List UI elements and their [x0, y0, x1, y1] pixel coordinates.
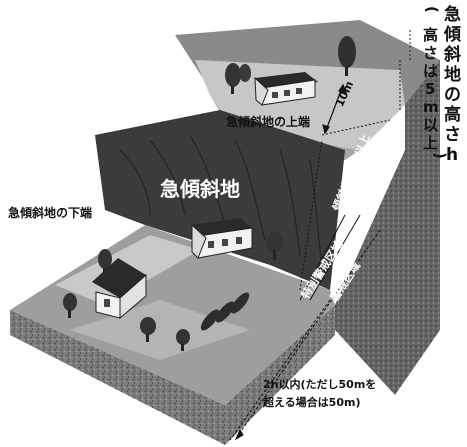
range-label-line1: 2h以内(ただし50mを — [263, 377, 376, 391]
height-title-char: 傾 — [443, 24, 462, 45]
height-title-char: h — [446, 145, 458, 165]
shrub-row-icon — [200, 292, 250, 331]
tree-icon — [338, 36, 356, 76]
height-title: 急 傾 斜 地 の 高 さ h — [443, 4, 462, 165]
height-title-char: 斜 — [443, 44, 461, 65]
height-note-char: ) — [431, 152, 449, 159]
height-note-char: 以 — [423, 116, 438, 134]
slope-top-label: 急傾斜地の上端 — [226, 114, 310, 129]
steep-slope-label: 急傾斜地 — [160, 177, 240, 201]
slope-texture — [119, 134, 323, 271]
height-note-char: ( — [423, 6, 441, 13]
height-title-char: 急 — [444, 4, 461, 25]
area-guide-lines — [299, 214, 361, 301]
height-title-char: 地 — [444, 64, 461, 85]
height-title-char: 高 — [444, 104, 461, 125]
height-guide-lines — [399, 30, 411, 110]
height-note-char: は — [423, 62, 438, 80]
height-note-char: 上 — [423, 134, 438, 152]
height-note-char: 5 — [425, 80, 435, 98]
height-note-char: 高 — [423, 26, 438, 44]
range-label-line2: 超える場合は50m) — [262, 395, 360, 409]
tree-icon — [176, 329, 190, 351]
house-icon — [191, 218, 254, 259]
height-title-char: さ — [444, 125, 461, 145]
range-dimension — [229, 229, 381, 441]
slope-bottom-label: 急傾斜地の下端 — [8, 205, 92, 220]
height-note-char: m — [423, 98, 439, 116]
height-note: ( 高 さ は 5 m 以 上 ) — [423, 6, 449, 159]
side-face — [335, 55, 440, 395]
front-face — [10, 305, 335, 445]
slope-angle-line — [299, 119, 391, 291]
house-icon — [92, 258, 147, 320]
tree-icon — [140, 317, 156, 342]
tree-icon — [63, 293, 77, 318]
height-title-char: の — [444, 85, 461, 105]
ten-m-dimension — [322, 83, 347, 135]
tree-icon — [239, 64, 251, 82]
house-icon — [254, 72, 318, 106]
tree-icon — [267, 232, 283, 260]
height-note-char: さ — [423, 44, 438, 62]
tree-icon — [225, 63, 241, 94]
